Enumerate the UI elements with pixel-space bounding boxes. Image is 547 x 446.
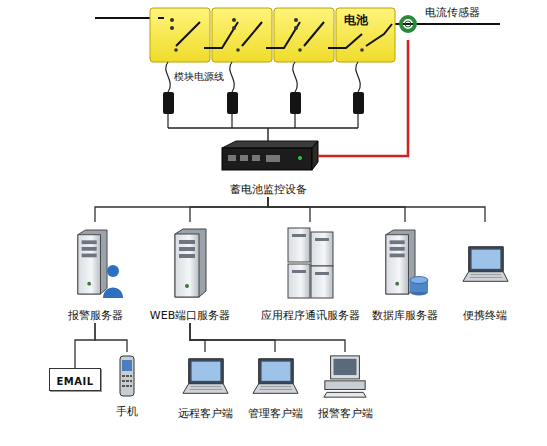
signal-cable xyxy=(318,40,408,156)
phone: 手机 xyxy=(113,352,141,419)
client: 管理客户端 xyxy=(245,352,306,421)
current-sensor-ring xyxy=(401,17,415,31)
battery-bank: 电池 xyxy=(150,8,395,62)
module-box xyxy=(163,92,364,114)
node-label: 报警服务器 xyxy=(68,309,123,323)
client: 报警客户端 xyxy=(315,352,376,421)
network-line xyxy=(95,197,268,222)
network-line xyxy=(190,323,205,352)
node-label: 手机 xyxy=(116,405,138,419)
power-wire xyxy=(95,17,150,19)
node-label: 便携终端 xyxy=(463,309,507,323)
network-line xyxy=(268,197,485,222)
network-line xyxy=(190,323,345,352)
sampling-modules xyxy=(166,62,361,142)
server: 应用程序通讯服务器 xyxy=(258,222,363,323)
web-server-icon xyxy=(175,229,206,297)
node-label: 应用程序通讯服务器 xyxy=(261,309,360,323)
node-label: 电池 xyxy=(344,13,368,27)
phone-icon xyxy=(120,356,134,396)
node-label: 报警客户端 xyxy=(318,407,373,421)
network-line xyxy=(95,323,127,352)
battery-cell xyxy=(274,8,334,62)
server: 数据库服务器 xyxy=(369,222,441,323)
network-line xyxy=(190,197,268,222)
network-line xyxy=(268,197,405,222)
node-label: 蓄电池监控设备 xyxy=(230,183,307,197)
client: 远程客户端 xyxy=(175,352,236,421)
network-line xyxy=(268,197,310,222)
node-label: 管理客户端 xyxy=(248,407,303,421)
app-server-icon xyxy=(288,228,333,298)
node-label: 电流传感器 xyxy=(425,6,480,20)
alarm-server-icon xyxy=(78,230,123,298)
battery-cell xyxy=(150,8,210,62)
node-label: EMAIL xyxy=(56,375,93,389)
monitor-device xyxy=(222,141,318,170)
battery-cell xyxy=(336,8,395,62)
node-label: WEB端口服务器 xyxy=(150,309,230,323)
client-icons xyxy=(183,356,366,397)
network-line xyxy=(75,323,95,368)
monitor-device: 蓄电池监控设备 xyxy=(218,138,318,197)
cell-terminals xyxy=(170,18,364,52)
node-label: 数据库服务器 xyxy=(372,309,438,323)
database-server-icon xyxy=(386,230,428,296)
node-label: 远程客户端 xyxy=(178,407,233,421)
server: 报警服务器 xyxy=(65,222,126,323)
battery-cell xyxy=(212,8,272,62)
network-line xyxy=(190,323,275,352)
server: WEB端口服务器 xyxy=(147,222,233,323)
portable-terminal-icon xyxy=(463,247,508,282)
email-box: EMAIL xyxy=(49,368,100,391)
terminal: 便携终端 xyxy=(460,222,510,323)
current-sensor: 电流传感器 xyxy=(420,1,480,40)
wire-label: 模块电源线 xyxy=(174,71,224,83)
